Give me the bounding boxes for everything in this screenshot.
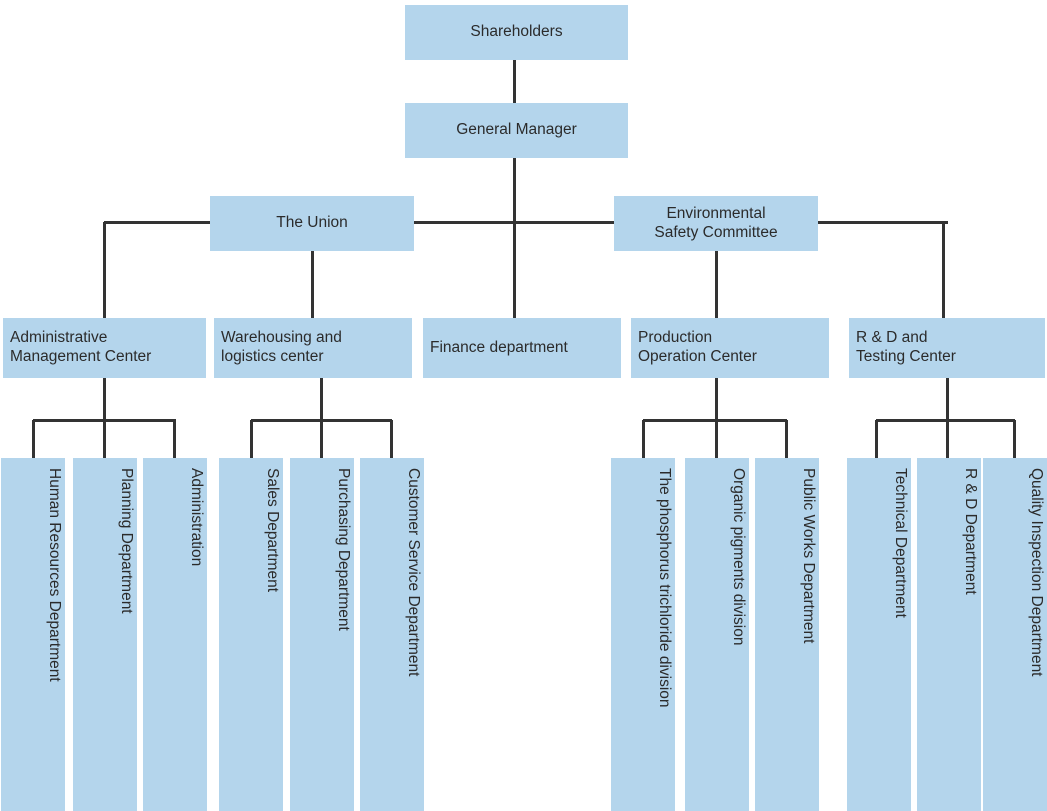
connector-poc-child3-drop <box>785 420 788 458</box>
connector-wlc-child1-drop <box>250 420 253 458</box>
org-node-label: Administrative Management Center <box>10 329 152 365</box>
org-node-technical-department[interactable]: Technical Department <box>847 458 911 811</box>
org-node-label: Purchasing Department <box>335 468 352 631</box>
org-node-the-union[interactable]: The Union <box>210 196 414 251</box>
org-node-rd-and-testing-center[interactable]: R & D and Testing Center <box>849 318 1045 378</box>
connector-finance-drop <box>513 251 516 318</box>
connector-bus-right-drop <box>942 222 945 318</box>
connector-poc-drop <box>715 378 718 458</box>
org-node-label: The phosphorus trichloride division <box>656 468 673 708</box>
org-node-purchasing-department[interactable]: Purchasing Department <box>290 458 354 811</box>
org-node-label: Public Works Department <box>800 468 817 644</box>
org-node-environmental-safety-committee[interactable]: Environmental Safety Committee <box>614 196 818 251</box>
org-node-label: Customer Service Department <box>405 468 422 677</box>
org-node-public-works-department[interactable]: Public Works Department <box>755 458 819 811</box>
connector-rdtc-drop <box>946 378 949 458</box>
org-node-label: Organic pigments division <box>730 468 747 646</box>
connector-rdtc-bus <box>876 419 1015 422</box>
connector-poc-child2-drop <box>715 420 718 458</box>
org-node-label: R & D Department <box>962 468 979 595</box>
org-node-label: Planning Department <box>118 468 135 614</box>
connector-amc-child1-drop <box>32 420 35 458</box>
org-node-production-operation-center[interactable]: Production Operation Center <box>631 318 829 378</box>
org-node-label: Human Resources Department <box>46 468 63 682</box>
connector-amc-drop <box>103 378 106 458</box>
org-node-administrative-management-center[interactable]: Administrative Management Center <box>3 318 206 378</box>
org-node-label: Production Operation Center <box>638 329 757 365</box>
connector-rdtc-child2-drop <box>946 420 949 458</box>
connector-shareholders-to-gm <box>513 60 516 103</box>
org-node-general-manager[interactable]: General Manager <box>405 103 628 158</box>
org-node-warehousing-and-logistics-center[interactable]: Warehousing and logistics center <box>214 318 412 378</box>
org-node-label: Administration <box>188 468 205 567</box>
org-node-sales-department[interactable]: Sales Department <box>219 458 283 811</box>
org-node-label: Environmental Safety Committee <box>654 204 778 241</box>
connector-poc-child1-drop <box>642 420 645 458</box>
org-node-finance-department[interactable]: Finance department <box>423 318 621 378</box>
org-node-shareholders[interactable]: Shareholders <box>405 5 628 60</box>
connector-wlc-drop <box>320 378 323 458</box>
org-node-label: Shareholders <box>470 23 563 41</box>
org-node-label: General Manager <box>456 121 577 139</box>
org-node-administration[interactable]: Administration <box>143 458 207 811</box>
org-node-rd-department[interactable]: R & D Department <box>917 458 981 811</box>
org-node-label: Technical Department <box>892 468 909 618</box>
connector-amc-child2-drop <box>103 420 106 458</box>
org-node-the-phosphorus-trichloride-division[interactable]: The phosphorus trichloride division <box>611 458 675 811</box>
connector-amc-child3-drop <box>173 420 176 458</box>
org-node-customer-service-department[interactable]: Customer Service Department <box>360 458 424 811</box>
org-node-label: Quality Inspection Department <box>1028 468 1045 677</box>
connector-wlc-child2-drop <box>320 420 323 458</box>
connector-gm-spine-down <box>513 158 516 318</box>
org-node-label: R & D and Testing Center <box>856 329 956 365</box>
org-node-organic-pigments-division[interactable]: Organic pigments division <box>685 458 749 811</box>
org-node-label: Warehousing and logistics center <box>221 329 342 365</box>
connector-tier2-bus <box>104 221 948 224</box>
org-node-label: Sales Department <box>264 468 281 593</box>
connector-esc-drop <box>715 251 718 318</box>
org-node-label: Finance department <box>430 338 568 356</box>
connector-bus-left-drop <box>103 222 106 318</box>
connector-wlc-child3-drop <box>390 420 393 458</box>
org-node-human-resources-department[interactable]: Human Resources Department <box>1 458 65 811</box>
connector-rdtc-child1-drop <box>875 420 878 458</box>
org-node-planning-department[interactable]: Planning Department <box>73 458 137 811</box>
connector-rdtc-child3-drop <box>1013 420 1016 458</box>
connector-union-drop <box>311 251 314 318</box>
org-node-quality-inspection-department[interactable]: Quality Inspection Department <box>983 458 1047 811</box>
org-node-label: The Union <box>276 214 348 232</box>
